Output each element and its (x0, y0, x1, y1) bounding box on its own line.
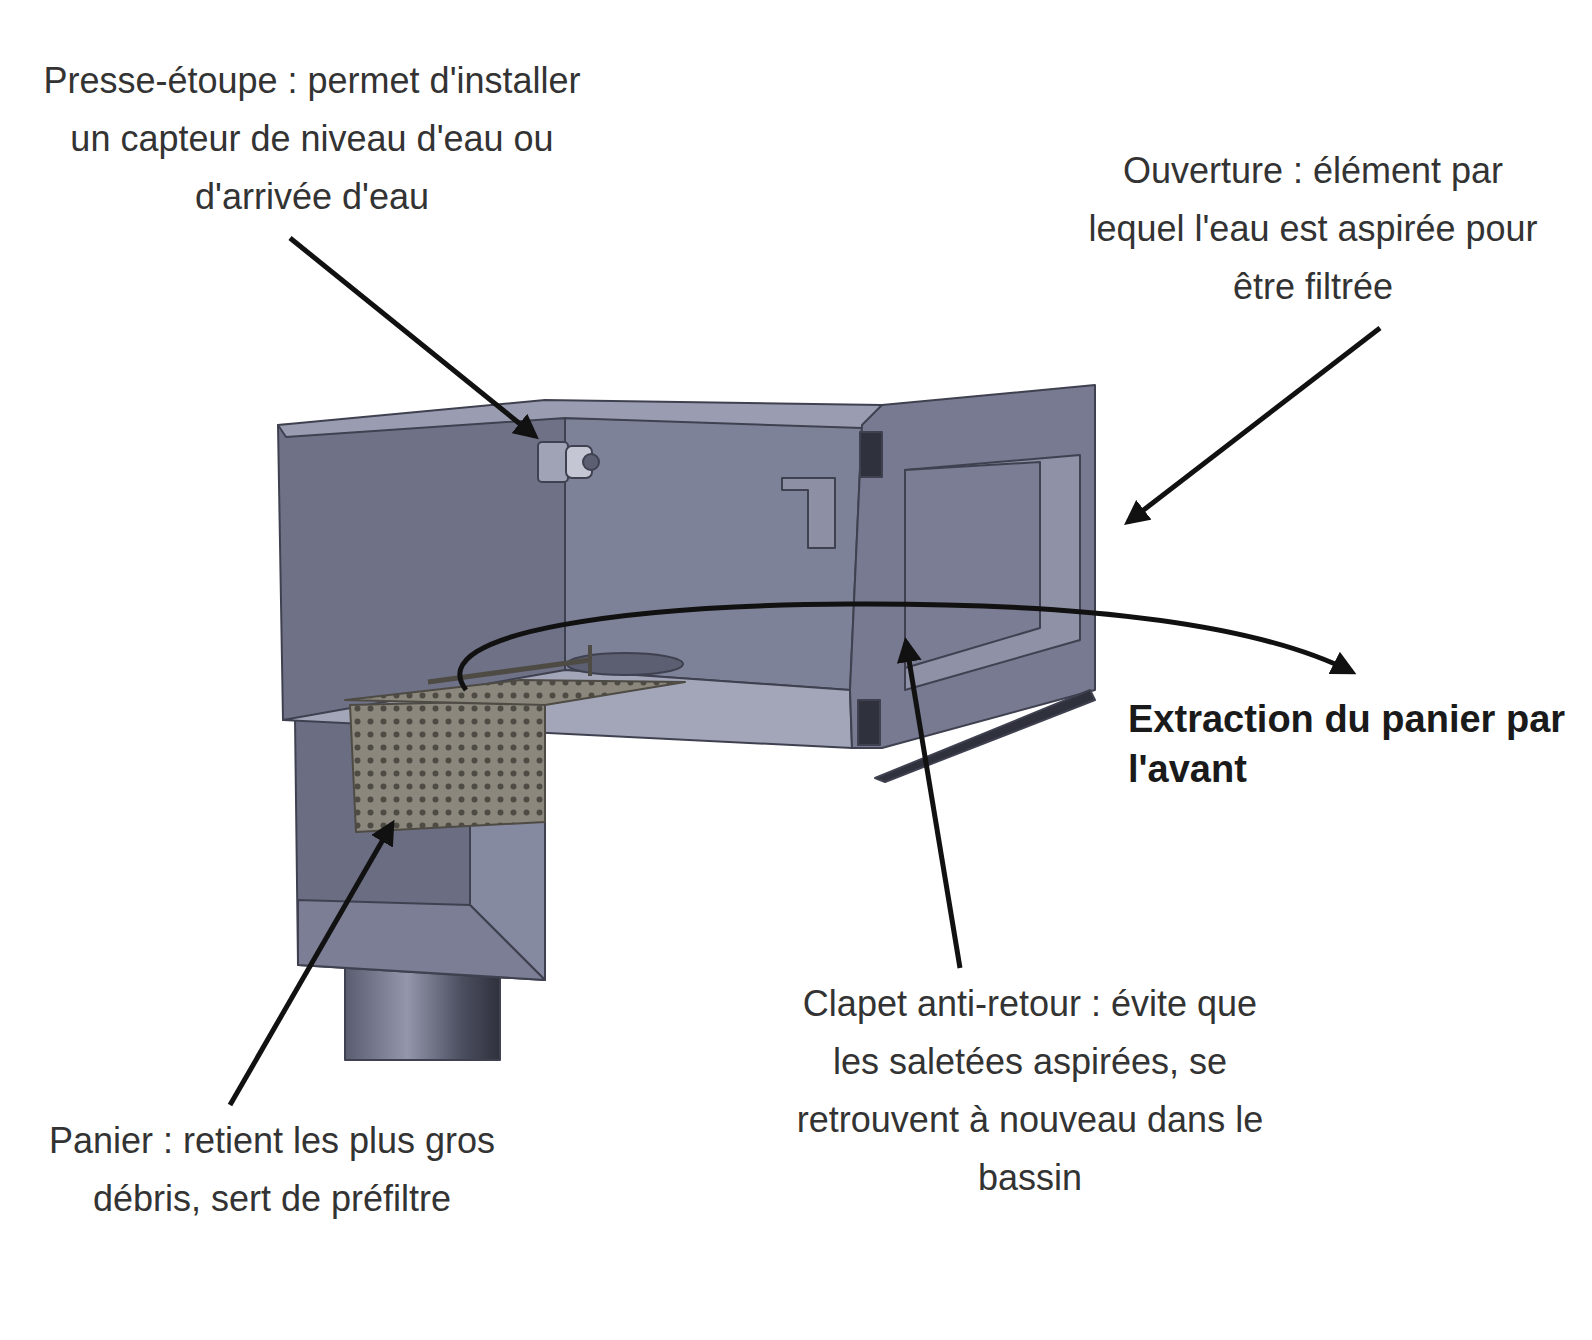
leader-line (1128, 328, 1380, 522)
part-label: Ouverture : élément par lequel l'eau est… (1073, 142, 1553, 316)
leader-line (290, 238, 535, 436)
part-label: Presse-étoupe : permet d'installer un ca… (22, 52, 602, 226)
extraction-arrow (460, 604, 1352, 690)
leader-lines (230, 238, 1380, 1105)
skimmer-body (278, 385, 1095, 1060)
part-label: Clapet anti-retour : évite que les salet… (780, 975, 1280, 1207)
leader-line (906, 642, 960, 968)
leader-line (230, 824, 392, 1105)
action-note: Extraction du panier par l'avant (1128, 694, 1568, 794)
part-label: Panier : retient les plus gros débris, s… (42, 1112, 502, 1228)
